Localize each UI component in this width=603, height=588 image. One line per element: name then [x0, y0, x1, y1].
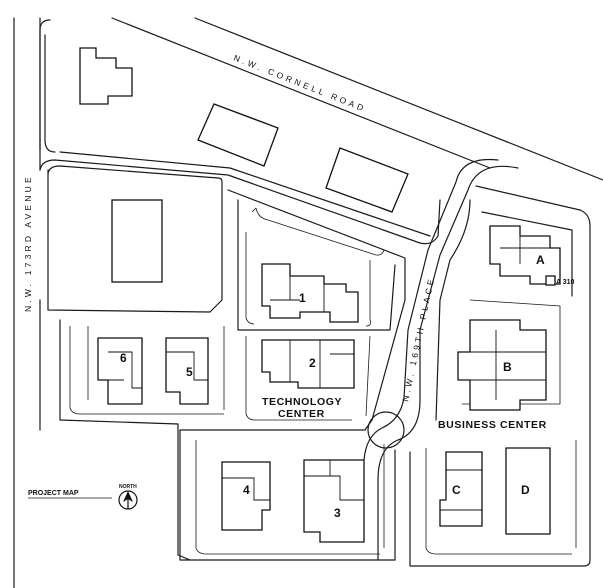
- building-2: 2: [261, 339, 355, 389]
- building-6: 6: [97, 337, 143, 405]
- building-north-2: [325, 147, 409, 213]
- building-5: 5: [165, 337, 209, 405]
- place-169-road: [363, 158, 519, 561]
- building-1: 1: [261, 263, 359, 323]
- north-label: NORTH: [119, 484, 137, 490]
- building-north-1: [197, 103, 279, 167]
- business-site: [409, 185, 591, 567]
- technology-center-label-1: TECHNOLOGY: [262, 396, 342, 408]
- building-4: 4: [221, 461, 271, 531]
- building-c-label: C: [452, 483, 461, 497]
- cornell-road: [111, 17, 603, 181]
- building-west-large: [111, 199, 163, 283]
- building-b: B: [457, 319, 547, 411]
- parking-west: [69, 326, 225, 415]
- building-1-label: 1: [299, 291, 306, 305]
- legend: PROJECT MAP NORTH: [28, 484, 138, 510]
- building-3-label: 3: [334, 506, 341, 520]
- cornell-road-label: N.W. CORNELL ROAD: [232, 53, 368, 115]
- building-d: D: [505, 447, 551, 535]
- building-north-small: [79, 47, 133, 105]
- parking-technology: [195, 207, 385, 555]
- building-5-label: 5: [186, 365, 193, 379]
- building-b-label: B: [503, 360, 512, 374]
- business-center-label: BUSINESS CENTER: [438, 419, 547, 431]
- building-c: C: [439, 451, 483, 527]
- west-parcel: [39, 165, 223, 431]
- building-a-label: A: [536, 253, 545, 267]
- technology-site: [59, 189, 406, 561]
- svg-text:A 310: A 310: [556, 279, 575, 286]
- suite-a310-marker: A 310: [545, 275, 575, 286]
- technology-center-label-2: CENTER: [278, 408, 325, 420]
- building-a: A: [489, 225, 561, 285]
- place-169-label: N.W. 169TH PLACE: [400, 275, 436, 402]
- north-arrow-icon: [118, 490, 138, 510]
- building-6-label: 6: [120, 351, 127, 365]
- building-2-label: 2: [309, 356, 316, 370]
- building-3: 3: [303, 459, 365, 543]
- north-parcel: [39, 19, 441, 245]
- building-4-label: 4: [243, 483, 250, 497]
- building-d-label: D: [521, 483, 530, 497]
- project-map-title: PROJECT MAP: [28, 490, 79, 497]
- avenue-173-label: N.W. 173RD AVENUE: [23, 174, 33, 312]
